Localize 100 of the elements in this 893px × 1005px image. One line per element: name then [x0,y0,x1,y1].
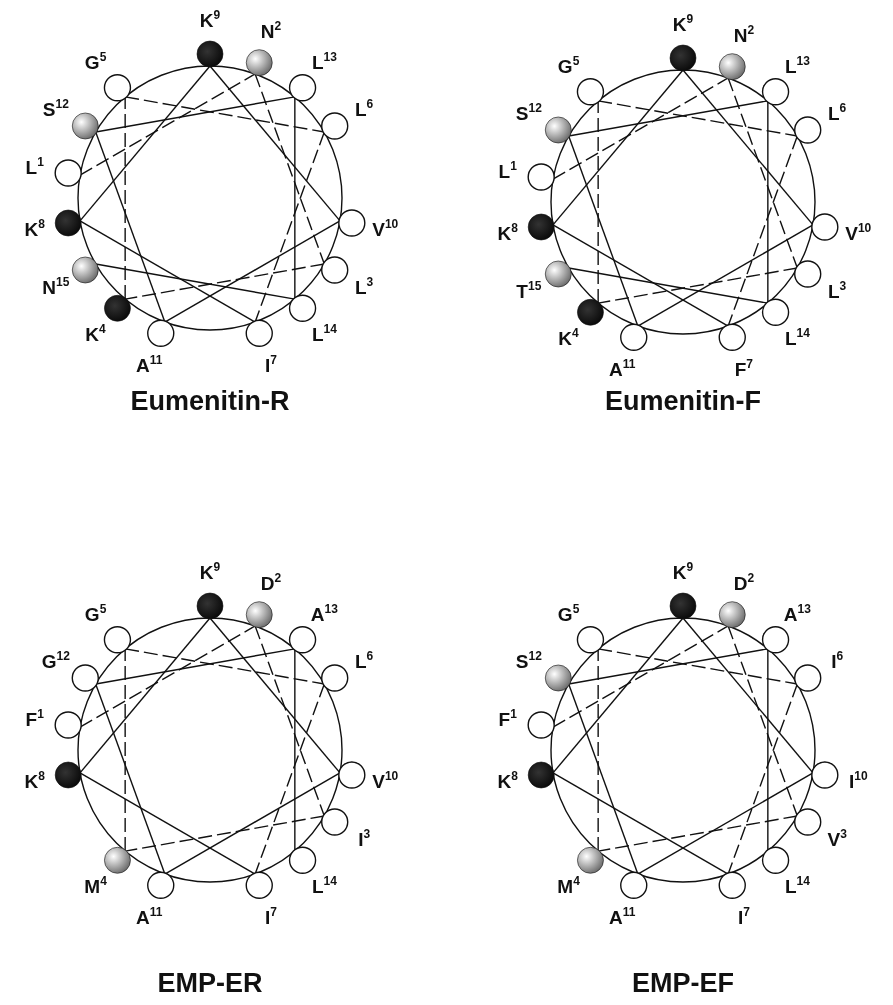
residue-label: A$^{13}$ [310,604,338,624]
residue-label: L$^{6}$ [355,651,374,671]
residue-label: G$^{12}$ [41,651,70,671]
residue-label: F$^{7}$ [734,359,753,379]
residue-label: N$^{15}$ [42,277,70,297]
residue-circle [54,711,82,739]
helix-connector [79,617,211,774]
residue-circle [103,74,132,102]
residue-circle [196,592,224,620]
helix-connector [79,220,256,323]
residue-circle [288,846,317,874]
residue-label: V$^{3}$ [827,829,847,849]
residue-label: S$^{12}$ [42,99,69,119]
helix-connector [79,772,256,875]
residue-circle [321,664,349,692]
residue-label: K$^{9}$ [672,14,694,34]
residue-label: L$^{13}$ [311,52,337,72]
residue-label: L$^{13}$ [784,56,810,76]
residue-label: G$^{5}$ [84,52,107,72]
residue-circle [72,112,99,140]
residue-label: V$^{10}$ [372,771,399,791]
residue-label: K$^{9}$ [672,562,694,582]
residue-circle [104,295,131,322]
residue-circle [288,626,317,654]
residue-label: T$^{15}$ [516,281,542,301]
residue-circle [338,209,366,237]
residue-label: A$^{11}$ [608,907,636,927]
residue-label: A$^{11}$ [135,355,163,375]
residue-circle [72,256,99,284]
residue-label: L$^{6}$ [828,103,847,123]
residue-circle [794,116,822,144]
residue-circle [527,761,555,789]
residue-circle [620,871,648,900]
residue-circle [545,260,572,288]
residue-label: M$^{4}$ [557,876,580,896]
helix-connector [682,69,814,226]
peptide-name: EMP-EF [632,968,734,999]
residue-label: I$^{6}$ [831,651,844,671]
residue-label: F$^{1}$ [25,709,44,729]
residue-circle [527,711,555,739]
residue-label: L$^{3}$ [355,277,374,297]
residue-label: L$^{1}$ [25,157,44,177]
residue-circle [245,49,273,76]
residue-circle [245,601,273,628]
peptide-name: EMP-ER [157,968,263,999]
helix-connector [79,65,211,222]
helix-connector [552,69,684,226]
residue-label: V$^{10}$ [845,223,872,243]
residue-label: F$^{1}$ [498,709,517,729]
residue-label: I$^{7}$ [737,907,750,927]
residue-circle [545,116,572,144]
residue-circle [321,256,349,284]
residue-circle [245,871,273,900]
helix-connector [254,625,325,817]
residue-circle [103,626,132,654]
residue-circle [54,159,82,187]
residue-circle [761,78,790,106]
residue-circle [761,626,790,654]
residue-circle [147,319,175,347]
residue-circle [196,40,224,68]
residue-label: A$^{11}$ [135,907,163,927]
residue-circle [288,74,317,102]
residue-circle [718,601,746,628]
residue-circle [577,299,604,326]
residue-label: L$^{3}$ [828,281,847,301]
helix-connector [254,73,325,265]
residue-circle [794,260,822,288]
residue-circle [811,213,839,241]
residue-circle [147,871,175,900]
residue-label: K$^{9}$ [199,10,221,30]
residue-circle [545,664,572,692]
residue-label: A$^{11}$ [608,359,636,379]
helix-connector [727,625,799,817]
residue-label: I$^{7}$ [264,907,277,927]
residue-circle [718,871,746,900]
residue-label: S$^{12}$ [515,103,542,123]
residue-label: A$^{13}$ [783,604,811,624]
residue-label: N$^{2}$ [260,21,282,41]
residue-circle [338,761,366,789]
residue-label: L$^{14}$ [784,328,810,348]
residue-label: I$^{7}$ [264,355,277,375]
helix-connector [209,65,341,222]
residue-label: S$^{12}$ [515,651,542,671]
residue-circle [54,209,82,237]
residue-circle [71,664,99,692]
peptide-name: Eumenitin-F [605,386,761,417]
residue-label: D$^{2}$ [260,573,282,593]
residue-label: K$^{8}$ [24,771,45,791]
residue-label: G$^{5}$ [84,604,107,624]
residue-label: K$^{4}$ [85,324,106,344]
residue-label: K$^{8}$ [497,223,518,243]
residue-label: M$^{4}$ [84,876,107,896]
helix-connector [552,617,684,774]
residue-circle [527,163,555,191]
residue-circle [794,664,822,692]
residue-circle [718,53,746,80]
residue-circle [576,78,605,106]
residue-circle [811,761,839,789]
residue-circle [718,323,746,351]
residue-label: V$^{10}$ [372,219,399,239]
